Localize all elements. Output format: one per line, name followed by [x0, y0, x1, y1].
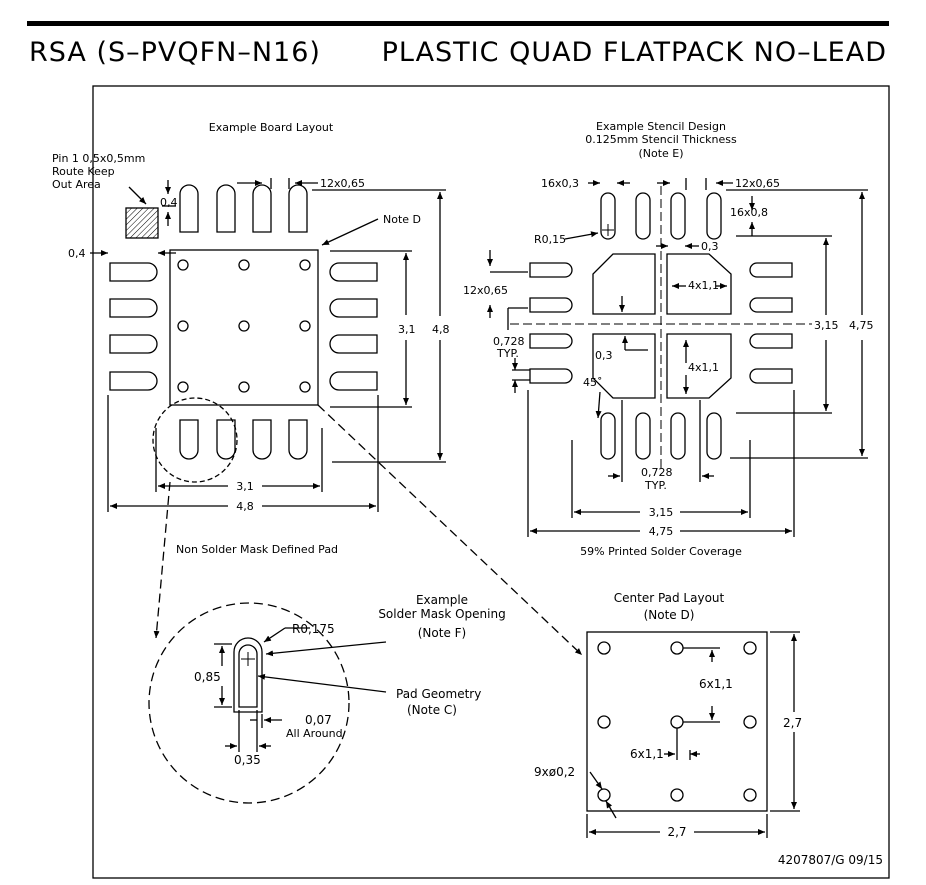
all-around-label: All Around — [286, 727, 343, 740]
dim-16x0-8: 16x0,8 — [730, 206, 768, 219]
dim-4-8-vertical: 4,8 — [432, 323, 450, 336]
board-layout-title: Example Board Layout — [209, 121, 334, 134]
dim-4x1-1-bottom: 4x1,1 — [688, 361, 719, 374]
dim-stencil-pitch-left: 12x0,65 — [463, 284, 508, 297]
dim-0-728-bottom-typ: TYP. — [644, 479, 667, 492]
package-description: PLASTIC QUAD FLATPACK NO–LEAD — [381, 37, 887, 68]
dim-6x1-1-horizontal: 6x1,1 — [630, 747, 664, 761]
dim-9x-dia-0-2: 9xø0,2 — [534, 765, 575, 779]
note-f-label: (Note F) — [418, 626, 467, 640]
dim-45-deg: 45˚ — [583, 376, 603, 389]
pad-detail-labels: Non Solder Mask Defined Pad Example Sold… — [176, 543, 506, 767]
dim-4-8-horizontal: 4,8 — [236, 500, 254, 513]
dim-0-728-bottom-value: 0,728 — [641, 466, 673, 479]
dim-2-7-horizontal: 2,7 — [667, 825, 686, 839]
center-pad-layout — [586, 631, 800, 838]
document-id: 4207807/G 09/15 — [778, 853, 883, 867]
border-frame — [92, 85, 890, 879]
dim-6x1-1-vertical: 6x1,1 — [699, 677, 733, 691]
dim-3-1-horizontal: 3,1 — [236, 480, 254, 493]
dim-0-07: 0,07 — [305, 713, 332, 727]
pad-detail-title: Non Solder Mask Defined Pad — [176, 543, 338, 556]
example-label: Example — [416, 593, 468, 607]
dim-4x1-1-top: 4x1,1 — [688, 279, 719, 292]
pad-detail — [148, 602, 387, 804]
top-rule — [27, 21, 889, 26]
dim-stencil-pitch: 12x0,65 — [735, 177, 780, 190]
pad-geometry-label: Pad Geometry — [396, 687, 481, 701]
stencil-labels: Example Stencil Design 0.125mm Stencil T… — [463, 120, 874, 558]
package-code: RSA (S–PVQFN–N16) — [29, 37, 321, 68]
dim-0-4-top: 0,4 — [160, 196, 178, 209]
center-pad-title: Center Pad Layout — [614, 591, 725, 605]
dim-0-728-left-value: 0,728 — [493, 335, 525, 348]
pin1-label-line2: Route Keep — [52, 165, 115, 178]
dim-16x0-3: 16x0,3 — [541, 177, 579, 190]
dim-0-4-left: 0,4 — [68, 247, 86, 260]
coverage-label: 59% Printed Solder Coverage — [580, 545, 742, 558]
pin1-label-line3: Out Area — [52, 178, 101, 191]
header: RSA (S–PVQFN–N16) PLASTIC QUAD FLATPACK … — [27, 0, 889, 80]
center-pad-labels: Center Pad Layout (Note D) 6x1,1 6x1,1 9… — [534, 591, 802, 839]
dim-0-85: 0,85 — [194, 670, 221, 684]
dim-0-35: 0,35 — [234, 753, 261, 767]
dim-3-1-vertical: 3,1 — [398, 323, 416, 336]
stencil-title-line1: Example Stencil Design — [596, 120, 726, 133]
dim-0-728-left-typ: TYP. — [496, 347, 519, 360]
dim-r0-15: R0,15 — [534, 233, 566, 246]
dim-pitch: 12x0,65 — [320, 177, 365, 190]
center-pad-note: (Note D) — [644, 608, 695, 622]
dim-r0-175: R0,175 — [292, 622, 335, 636]
dim-3-15-horizontal: 3,15 — [649, 506, 674, 519]
board-layout-labels: Example Board Layout Pin 1 0,5x0,5mm Rou… — [52, 121, 450, 513]
dim-0-3-top: 0,3 — [701, 240, 719, 253]
pin1-label-line1: Pin 1 0,5x0,5mm — [52, 152, 145, 165]
stencil-title-line2: 0.125mm Stencil Thickness — [585, 133, 737, 146]
note-d-label: Note D — [383, 213, 421, 226]
dim-4-75-horizontal: 4,75 — [649, 525, 674, 538]
note-c-label: (Note C) — [407, 703, 457, 717]
dim-4-75-vertical: 4,75 — [849, 319, 874, 332]
dim-3-15-vertical: 3,15 — [814, 319, 839, 332]
dim-2-7-vertical: 2,7 — [783, 716, 802, 730]
stencil-title-line3: (Note E) — [638, 147, 683, 160]
board-layout — [90, 178, 583, 656]
stencil-design — [487, 178, 868, 537]
solder-mask-opening-label: Solder Mask Opening — [378, 607, 505, 621]
dim-0-3-center: 0,3 — [595, 349, 613, 362]
